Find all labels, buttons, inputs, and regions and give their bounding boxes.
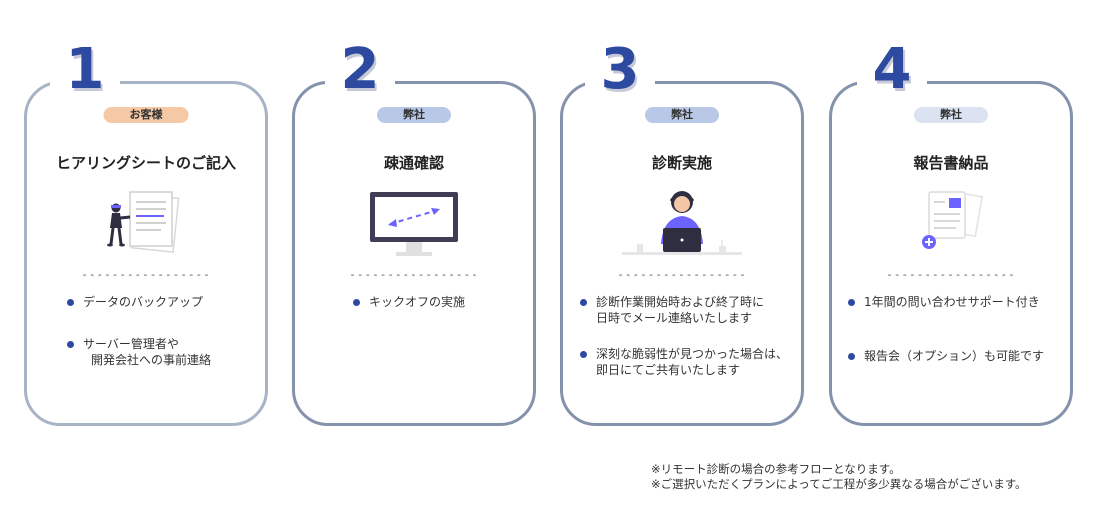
step-number: 3	[600, 37, 640, 102]
party-badge: 弊社	[914, 107, 988, 123]
dashed-divider: -----------------	[886, 268, 1016, 281]
item-line: サーバー管理者や	[83, 337, 179, 351]
item-line: 開発会社への事前連絡	[91, 353, 212, 367]
item-line: 即日にてご共有いたします	[596, 363, 741, 377]
list-item: 診断作業開始時および終了時に日時でメール連絡いたします	[580, 294, 797, 326]
step-number: 2	[340, 37, 380, 102]
step-number: 1	[65, 37, 105, 102]
party-badge: 弊社	[377, 107, 451, 123]
list-item: データのバックアップ	[67, 294, 255, 310]
list-item: 1年間の問い合わせサポート付き	[848, 294, 1060, 310]
footnotes: ※リモート診断の場合の参考フローとなります。 ※ご選択いただくプランによってご工…	[651, 462, 1027, 492]
step-title: ヒアリングシートのご記入	[55, 154, 236, 172]
step-items: データのバックアップ サーバー管理者や開発会社への事前連絡	[67, 294, 255, 368]
report-documents-icon	[922, 190, 984, 249]
dashed-divider: -----------------	[81, 268, 211, 281]
item-line: 日時でメール連絡いたします	[596, 311, 753, 325]
party-badge: 弊社	[645, 107, 719, 123]
item-line: 診断作業開始時および終了時に	[596, 295, 765, 309]
step-card-1: お客様 ヒアリングシートのご記入 ----------------- データのバ…	[24, 81, 268, 426]
step-items: キックオフの実施	[353, 294, 523, 310]
footnote: ※ご選択いただくプランによってご工程が多少異なる場合がございます。	[651, 477, 1027, 491]
party-badge: お客様	[103, 107, 189, 123]
step-title: 診断実施	[651, 154, 712, 172]
list-item: サーバー管理者や開発会社への事前連絡	[67, 336, 255, 368]
footnote: ※リモート診断の場合の参考フローとなります。	[651, 462, 901, 476]
list-item: 深刻な脆弱性が見つかった場合は、即日にてご共有いたします	[580, 346, 797, 378]
list-item: キックオフの実施	[353, 294, 523, 310]
step-number: 4	[872, 37, 912, 102]
step-title: 報告書納品	[913, 154, 989, 172]
step-items: 診断作業開始時および終了時に日時でメール連絡いたします 深刻な脆弱性が見つかった…	[580, 294, 797, 378]
dashed-divider: -----------------	[349, 268, 479, 281]
step-title: 疎通確認	[383, 154, 444, 172]
item-line: 深刻な脆弱性が見つかった場合は、	[596, 347, 789, 361]
step-card-4: 弊社 報告書納品 ----------------- 1年間の問い合わせサポート…	[829, 81, 1073, 426]
monitor-with-arrow-icon	[370, 192, 458, 256]
step-card-2: 弊社 疎通確認 ----------------- キックオフの実施	[292, 81, 536, 426]
person-with-documents-icon	[107, 191, 180, 253]
step-items: 1年間の問い合わせサポート付き 報告会（オプション）も可能です	[848, 294, 1060, 364]
dashed-divider: -----------------	[617, 268, 747, 281]
person-at-laptop-icon	[622, 191, 742, 255]
list-item: 報告会（オプション）も可能です	[848, 348, 1060, 364]
step-card-3: 弊社 診断実施 ----------------- 診断作業開始時および終了時に…	[560, 81, 804, 426]
